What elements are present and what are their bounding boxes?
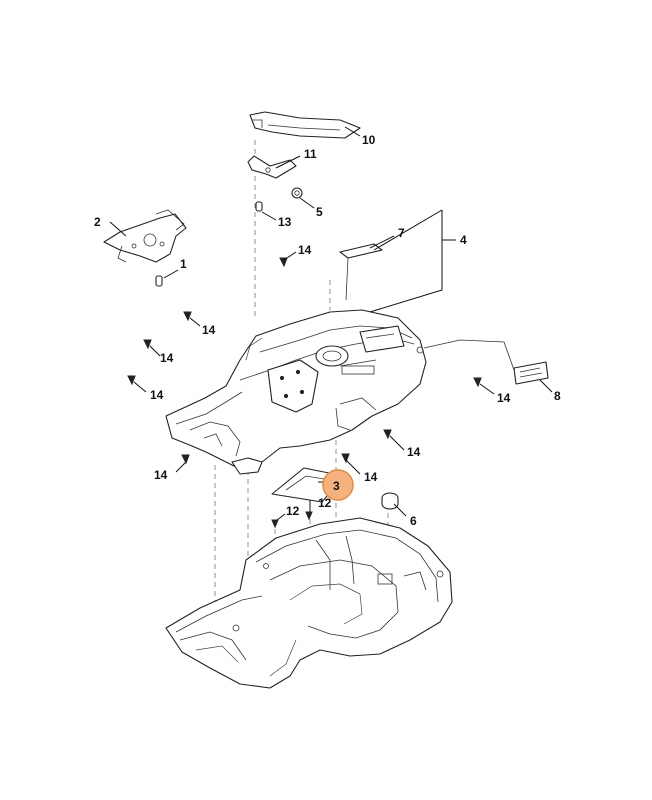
part-4-housing bbox=[165, 309, 427, 475]
callout-6[interactable]: 6 bbox=[410, 514, 417, 528]
part-13-pin bbox=[255, 201, 263, 212]
part-5-clip bbox=[291, 187, 303, 199]
callout-4[interactable]: 4 bbox=[460, 233, 467, 247]
callout-5[interactable]: 5 bbox=[316, 205, 323, 219]
callout-1[interactable]: 1 bbox=[180, 257, 187, 271]
callout-14-g[interactable]: 14 bbox=[407, 445, 421, 459]
callout-14-c[interactable]: 14 bbox=[160, 351, 174, 365]
callout-labels: 10 11 5 13 2 1 7 4 14 14 14 14 14 14 14 … bbox=[94, 133, 561, 528]
part-11-bracket bbox=[247, 155, 297, 179]
part-2-holder bbox=[103, 209, 187, 263]
callout-8[interactable]: 8 bbox=[554, 389, 561, 403]
bottom-chassis bbox=[165, 517, 453, 689]
callout-14-b[interactable]: 14 bbox=[202, 323, 216, 337]
part-7-label bbox=[339, 243, 383, 301]
callout-7[interactable]: 7 bbox=[398, 226, 405, 240]
highlight-callout-3[interactable] bbox=[322, 469, 354, 501]
callout-11[interactable]: 11 bbox=[304, 147, 317, 161]
callout-14-e[interactable]: 14 bbox=[154, 468, 168, 482]
callout-14-d[interactable]: 14 bbox=[150, 388, 164, 402]
callout-2[interactable]: 2 bbox=[94, 215, 101, 229]
callout-3[interactable]: 3 bbox=[333, 479, 340, 493]
callout-13[interactable]: 13 bbox=[278, 215, 292, 229]
callout-14-f[interactable]: 14 bbox=[497, 391, 511, 405]
callout-14-h[interactable]: 14 bbox=[364, 470, 378, 484]
part-1-pin bbox=[155, 275, 163, 287]
screws bbox=[127, 257, 482, 529]
part-6-plug bbox=[381, 492, 399, 510]
part-10-cover bbox=[249, 111, 361, 139]
callout-12-a[interactable]: 12 bbox=[286, 504, 300, 518]
leader-lines bbox=[109, 126, 553, 521]
part-8-sticker bbox=[423, 339, 549, 385]
callout-10[interactable]: 10 bbox=[362, 133, 376, 147]
callout-14-a[interactable]: 14 bbox=[298, 243, 312, 257]
callout-12-b[interactable]: 12 bbox=[318, 496, 332, 510]
